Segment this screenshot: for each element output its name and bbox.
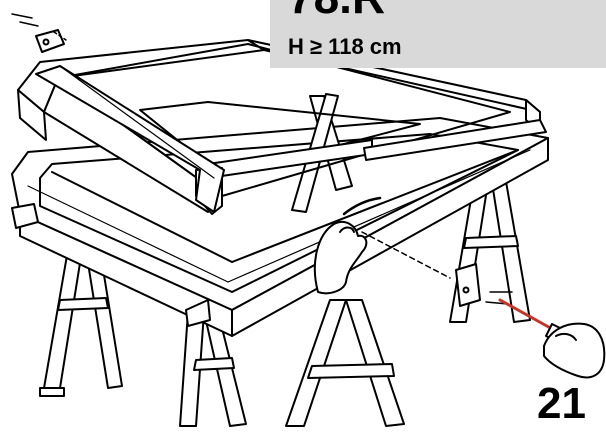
hand-right (543, 322, 606, 379)
model-code: 78.R (288, 0, 385, 20)
label-box (270, 0, 606, 68)
sawhorse-front (285, 299, 405, 427)
corner-bracket (11, 29, 481, 327)
side-board (35, 65, 225, 213)
hand-left (313, 196, 382, 295)
step-number: 21 (537, 379, 586, 428)
height-requirement: H ≥ 118 cm (288, 34, 402, 59)
